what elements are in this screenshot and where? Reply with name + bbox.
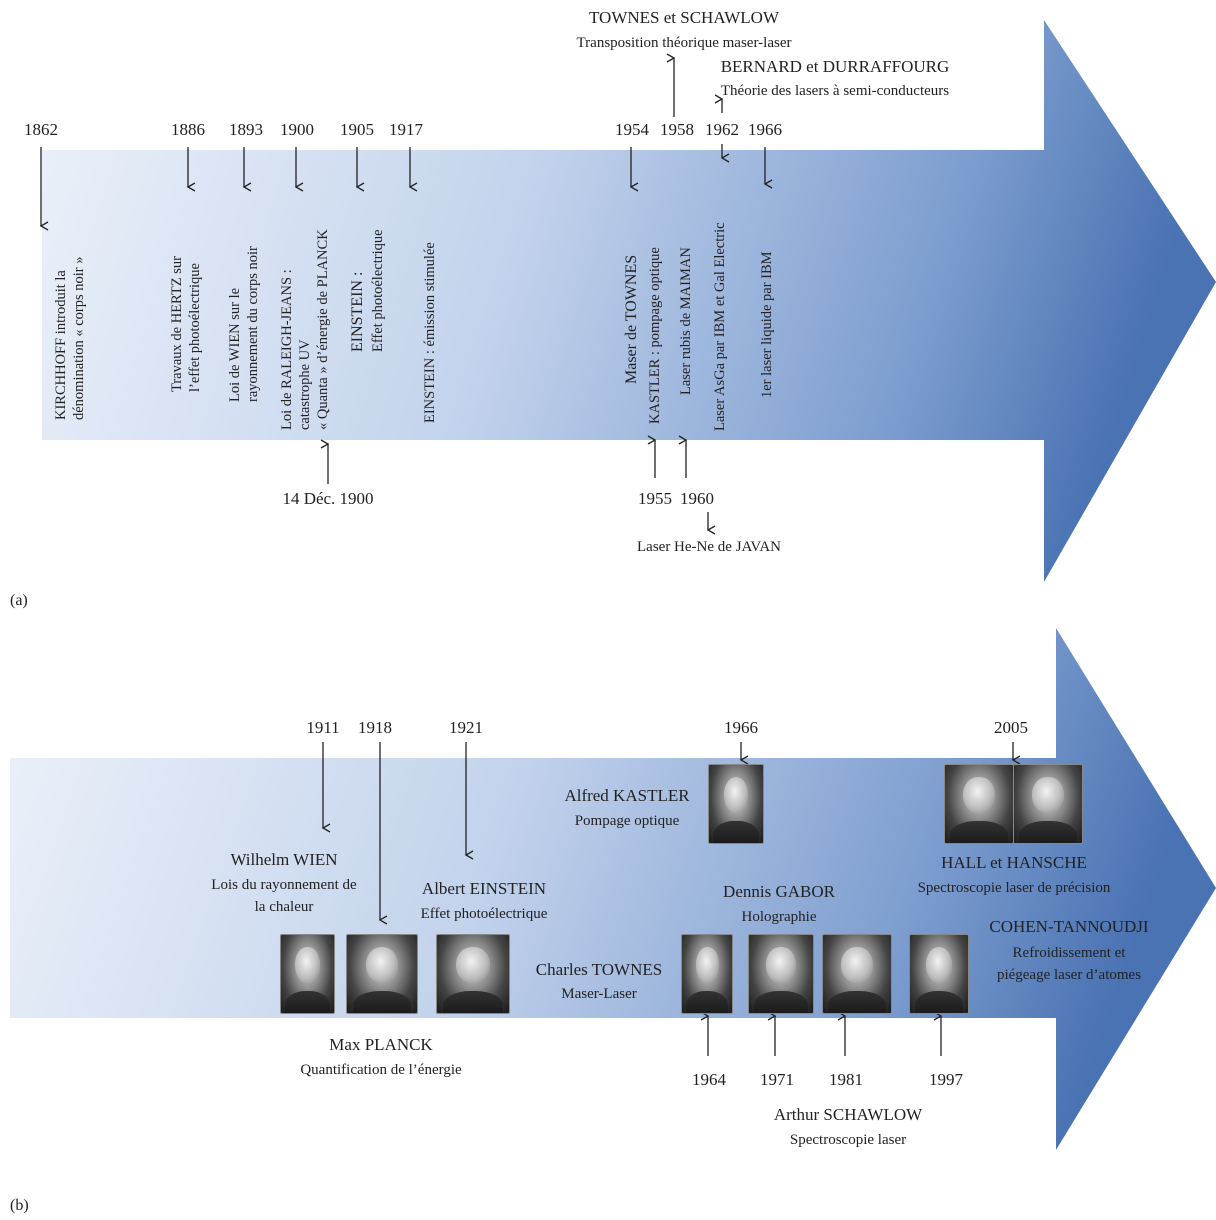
laureate-gabor-name: Dennis GABOR: [723, 882, 835, 901]
event-kastler: KASTLER : pompage optique: [647, 247, 663, 424]
timeline-arrow-b: [10, 628, 1216, 1150]
year-label: 1911: [306, 718, 340, 737]
laureate-townes-name: Charles TOWNES: [535, 960, 663, 979]
laureate-cohen-tannoudji-desc: piégeage laser d’atomes: [996, 967, 1142, 983]
event-einstein-1917: EINSTEIN : émission stimulée: [422, 242, 438, 423]
year-label: 1971: [760, 1070, 794, 1089]
portrait-wien-image: [280, 934, 335, 1014]
timeline-arrow-a: [42, 20, 1216, 582]
laureate-townes-desc: Maser-Laser: [561, 986, 637, 1002]
year-label: 1886: [171, 120, 205, 139]
portrait-planck-image: [346, 934, 418, 1014]
portrait-gabor-image: [748, 934, 814, 1014]
event-maiman: Laser rubis de MAIMAN: [678, 247, 694, 395]
laureate-kastler-name: Alfred KASTLER: [564, 786, 690, 805]
laureate-cohen-tannoudji-desc: Refroidissement et: [1012, 945, 1126, 961]
note-townes-schawlow: TOWNES et SCHAWLOW: [588, 8, 780, 27]
laureate-wien-desc: la chaleur: [254, 899, 314, 915]
year-label: 1964: [692, 1070, 726, 1089]
laureate-planck-name: Max PLANCK: [329, 1035, 433, 1054]
year-label: 1966: [748, 120, 782, 139]
portrait-einstein-image: [436, 934, 510, 1014]
portrait-schawlow-image: [822, 934, 892, 1014]
year-label: 1955: [638, 489, 672, 508]
portrait-townes-image: [681, 934, 733, 1014]
portrait-kastler-image: [708, 764, 764, 844]
laureate-kastler-desc: Pompage optique: [574, 813, 680, 829]
laureate-hall-hansche-name: HALL et HANSCHE: [941, 853, 1087, 872]
year-label: 1921: [449, 718, 483, 737]
portrait-hall-image: [944, 764, 1014, 844]
portrait-hansche-image: [1013, 764, 1083, 844]
event-ibm-liquid: 1er laser liquide par IBM: [759, 251, 775, 398]
laureate-wien-desc: Lois du rayonnement de: [211, 877, 357, 893]
event-einstein-1905: EINSTEIN :Effet photoélectrique: [349, 229, 386, 352]
year-label: 1900: [280, 120, 314, 139]
laureate-einstein-name: Albert EINSTEIN: [421, 879, 547, 898]
year-label: 1960: [680, 489, 714, 508]
panel-b-caption: (b): [10, 1197, 29, 1214]
laureate-einstein-desc: Effet photoélectrique: [420, 906, 548, 922]
year-label: 1954: [615, 120, 649, 139]
laureate-wien-name: Wilhelm WIEN: [230, 850, 338, 869]
connector-arrows: [39, 53, 1021, 1056]
note-bernard-sub: Théorie des lasers à semi-conducteurs: [720, 83, 950, 99]
panel-a-caption: (a): [10, 592, 28, 609]
year-label: 1958: [660, 120, 694, 139]
note-bernard: BERNARD et DURRAFFOURG: [720, 57, 950, 76]
laureate-hall-hansche-desc: Spectroscopie laser de précision: [917, 880, 1111, 896]
event-rayleigh-jeans: Loi de RALEIGH-JEANS :catastrophe UV« Qu…: [279, 229, 331, 430]
laureate-cohen-tannoudji-name: COHEN-TANNOUDJI: [989, 917, 1149, 936]
year-label: 2005: [994, 718, 1028, 737]
year-label: 1997: [929, 1070, 963, 1089]
laureate-schawlow-name: Arthur SCHAWLOW: [773, 1105, 923, 1124]
laureate-planck-desc: Quantification de l’énergie: [300, 1062, 462, 1078]
event-maser-townes: Maser de TOWNES: [623, 254, 640, 384]
year-label: 1981: [829, 1070, 863, 1089]
portrait-cohen-tannoudji-image: [909, 934, 969, 1014]
year-label: 1962: [705, 120, 739, 139]
note-townes-schawlow-sub: Transposition théorique maser-laser: [576, 35, 792, 51]
year-label: 1893: [229, 120, 263, 139]
year-label: 1966: [724, 718, 758, 737]
year-label: 14 Déc. 1900: [282, 489, 374, 508]
year-label: 1905: [340, 120, 374, 139]
year-label: 1918: [358, 718, 392, 737]
laureate-schawlow-desc: Spectroscopie laser: [789, 1132, 907, 1148]
year-label: 1917: [389, 120, 423, 139]
event-asga: Laser AsGa par IBM et Gal Electric: [712, 222, 728, 431]
note-javan: Laser He-Ne de JAVAN: [637, 539, 781, 555]
laureate-gabor-desc: Holographie: [741, 909, 817, 925]
year-label: 1862: [24, 120, 58, 139]
